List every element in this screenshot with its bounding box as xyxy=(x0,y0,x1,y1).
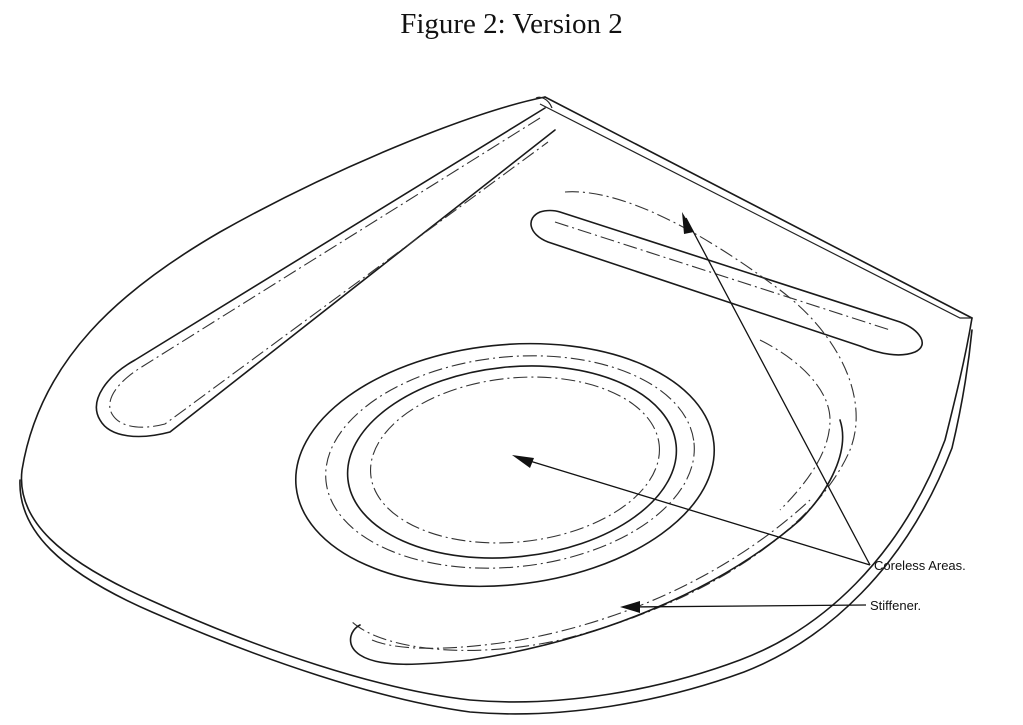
coreless-arrow-center xyxy=(519,457,871,566)
right-slot-dash xyxy=(554,221,891,331)
stiffener-arrow xyxy=(627,604,867,608)
right-slot xyxy=(530,209,923,356)
coreless-arrow-top xyxy=(685,217,871,566)
circle-outer xyxy=(294,342,716,588)
right-region-dash xyxy=(759,339,831,511)
coreless-arrowhead-top xyxy=(682,212,694,234)
label-coreless-areas: Coreless Areas. xyxy=(874,558,966,573)
panel-back-edge-lip xyxy=(539,103,972,319)
left-recess xyxy=(95,107,556,438)
panel-outline-top xyxy=(20,96,973,703)
panel-outline-bottom xyxy=(19,329,973,715)
left-recess-inner xyxy=(109,117,549,428)
front-recess xyxy=(349,419,844,666)
circle-ring-3 xyxy=(369,376,661,544)
circle-ring-2 xyxy=(346,365,678,559)
panel-corner-left xyxy=(535,96,553,109)
label-stiffener: Stiffener. xyxy=(870,598,921,613)
figure-caption: Figure 2: Version 2 xyxy=(400,8,623,40)
circle-ring-1 xyxy=(325,355,695,569)
panel-back-edge xyxy=(544,96,973,319)
front-recess-dash xyxy=(371,499,811,649)
stiffener-boundary xyxy=(349,191,857,651)
stiffener-arrowhead xyxy=(620,601,640,613)
coreless-arrowhead-center xyxy=(512,455,534,468)
